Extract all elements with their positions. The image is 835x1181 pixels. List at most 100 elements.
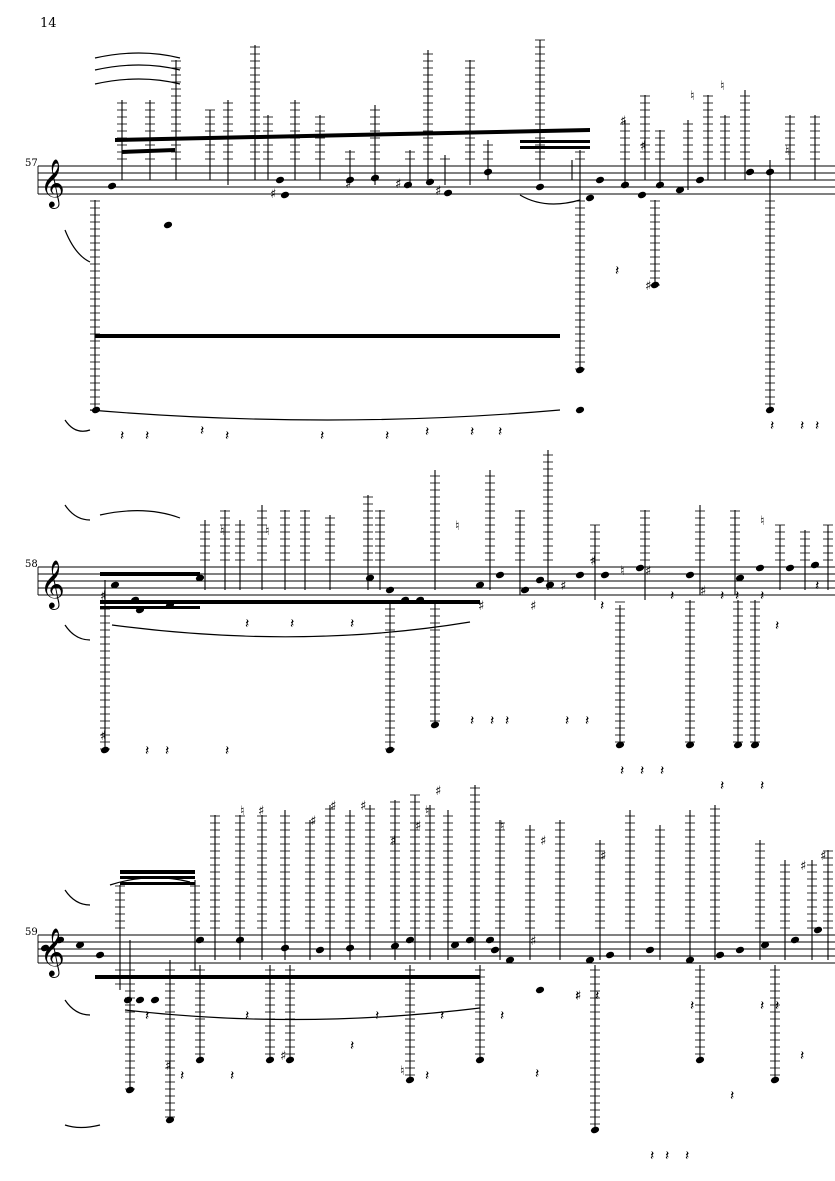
svg-text:♯: ♯ <box>258 804 264 819</box>
svg-text:𝄽: 𝄽 <box>685 1148 689 1164</box>
treble-clef-57: 𝄞 <box>40 158 65 209</box>
noteheads-57 <box>91 168 775 414</box>
svg-text:𝄽: 𝄽 <box>165 743 169 759</box>
svg-text:𝄽: 𝄽 <box>690 998 694 1014</box>
svg-text:♯: ♯ <box>530 599 536 614</box>
svg-text:𝄽: 𝄽 <box>500 1008 504 1024</box>
svg-text:♯: ♯ <box>700 584 706 599</box>
svg-text:𝄽: 𝄽 <box>615 263 619 279</box>
svg-text:𝄽: 𝄽 <box>815 418 819 434</box>
svg-text:♯: ♯ <box>280 1049 286 1064</box>
svg-text:𝄽: 𝄽 <box>775 998 779 1014</box>
svg-text:𝄽: 𝄽 <box>730 1088 734 1104</box>
svg-text:𝄽: 𝄽 <box>425 424 429 440</box>
svg-text:𝄽: 𝄽 <box>760 778 764 794</box>
rests-59: 𝄽𝄽𝄽𝄽𝄽𝄽𝄽𝄽𝄽𝄽𝄽𝄽𝄽𝄽𝄽𝄽𝄽𝄽𝄽𝄽 <box>145 988 804 1164</box>
accidentals-58: ♯♮♮♯♯♯♯♮♯♯♮♮♯ <box>100 514 765 744</box>
svg-text:𝄽: 𝄽 <box>760 998 764 1014</box>
svg-text:♯: ♯ <box>640 139 646 154</box>
svg-text:𝄽: 𝄽 <box>775 618 779 634</box>
svg-text:♯: ♯ <box>645 564 651 579</box>
svg-text:𝄽: 𝄽 <box>670 588 674 604</box>
slurs-58 <box>64 504 471 641</box>
svg-text:𝄽: 𝄽 <box>320 428 324 444</box>
slurs-57 <box>64 52 581 432</box>
svg-text:𝄽: 𝄽 <box>425 1068 429 1084</box>
svg-text:𝄽: 𝄽 <box>490 713 494 729</box>
svg-text:♯: ♯ <box>415 819 421 834</box>
svg-text:𝄽: 𝄽 <box>290 616 294 632</box>
rests-57: 𝄽𝄽𝄽𝄽𝄽𝄽𝄽𝄽𝄽𝄽𝄽𝄽𝄽 <box>120 263 819 444</box>
svg-text:𝄽: 𝄽 <box>350 616 354 632</box>
svg-text:𝄽: 𝄽 <box>815 578 819 594</box>
svg-text:♯: ♯ <box>620 114 626 129</box>
svg-text:𝄽: 𝄽 <box>660 763 664 779</box>
svg-text:𝄽: 𝄽 <box>575 988 579 1004</box>
svg-text:𝄽: 𝄽 <box>225 428 229 444</box>
svg-text:𝄽: 𝄽 <box>620 763 624 779</box>
noteheads-59 <box>40 926 823 1134</box>
svg-text:𝄽: 𝄽 <box>470 713 474 729</box>
svg-text:𝄽: 𝄽 <box>470 424 474 440</box>
svg-text:♯: ♯ <box>645 279 651 294</box>
svg-text:𝄽: 𝄽 <box>565 713 569 729</box>
staff-58 <box>37 566 835 596</box>
svg-text:♮: ♮ <box>400 1064 405 1079</box>
beams-57 <box>95 128 590 338</box>
svg-text:𝄽: 𝄽 <box>535 1066 539 1082</box>
svg-text:𝄽: 𝄽 <box>375 1008 379 1024</box>
svg-text:𝄽: 𝄽 <box>440 1008 444 1024</box>
svg-text:♮: ♮ <box>425 804 430 819</box>
beams-58 <box>100 572 480 609</box>
svg-text:𝄽: 𝄽 <box>145 743 149 759</box>
system-58: 58 𝄞 𝄽𝄽𝄽𝄽𝄽𝄽𝄽𝄽𝄽𝄽𝄽𝄽𝄽𝄽𝄽𝄽𝄽𝄽𝄽𝄽𝄽𝄽𝄽 ♯♮♮♯ <box>25 450 835 794</box>
svg-text:♮: ♮ <box>620 564 625 579</box>
svg-text:♮: ♮ <box>240 804 245 819</box>
svg-text:♮: ♮ <box>785 144 790 159</box>
svg-text:♯: ♯ <box>310 814 316 829</box>
treble-clef-58: 𝄞 <box>40 559 65 610</box>
svg-text:♯: ♯ <box>590 554 596 569</box>
slurs-59 <box>64 877 481 1129</box>
svg-text:♯: ♯ <box>435 784 441 799</box>
svg-text:♯: ♯ <box>478 599 484 614</box>
svg-text:♯: ♯ <box>100 589 106 604</box>
svg-text:𝄽: 𝄽 <box>760 588 764 604</box>
staff-59 <box>37 934 835 964</box>
svg-text:♮: ♮ <box>690 89 695 104</box>
svg-text:𝄽: 𝄽 <box>800 1048 804 1064</box>
svg-text:♯: ♯ <box>560 579 566 594</box>
svg-text:♯: ♯ <box>360 799 366 814</box>
treble-clef-59: 𝄞 <box>40 927 65 978</box>
svg-text:𝄽: 𝄽 <box>120 428 124 444</box>
svg-text:𝄽: 𝄽 <box>505 713 509 729</box>
svg-text:♯: ♯ <box>800 859 806 874</box>
accidentals-57: ♯♯♯♯♯♮♮♮♯♯ <box>270 79 790 294</box>
svg-text:♯: ♯ <box>100 729 106 744</box>
svg-text:♮: ♮ <box>220 524 225 539</box>
svg-text:♮: ♮ <box>760 514 765 529</box>
svg-text:♮: ♮ <box>455 519 460 534</box>
svg-text:𝄽: 𝄽 <box>225 743 229 759</box>
svg-text:𝄽: 𝄽 <box>585 713 589 729</box>
svg-text:𝄽: 𝄽 <box>145 1008 149 1024</box>
svg-text:𝄽: 𝄽 <box>180 1068 184 1084</box>
svg-text:𝄽: 𝄽 <box>245 616 249 632</box>
measure-number-59: 59 <box>25 927 38 938</box>
svg-text:♮: ♮ <box>720 79 725 94</box>
svg-text:𝄽: 𝄽 <box>145 428 149 444</box>
svg-text:𝄽: 𝄽 <box>350 1038 354 1054</box>
stems-59 <box>115 785 833 1130</box>
measure-number-57: 57 <box>25 158 38 169</box>
svg-text:𝄽: 𝄽 <box>200 423 204 439</box>
svg-text:♯: ♯ <box>575 989 581 1004</box>
svg-text:𝄽: 𝄽 <box>230 1068 234 1084</box>
svg-text:♯: ♯ <box>330 799 336 814</box>
measure-number-58: 58 <box>25 559 38 570</box>
rests-58: 𝄽𝄽𝄽𝄽𝄽𝄽𝄽𝄽𝄽𝄽𝄽𝄽𝄽𝄽𝄽𝄽𝄽𝄽𝄽𝄽𝄽𝄽𝄽 <box>145 578 819 794</box>
svg-text:♯: ♯ <box>390 834 396 849</box>
svg-text:𝄽: 𝄽 <box>720 778 724 794</box>
svg-text:𝄽: 𝄽 <box>498 424 502 440</box>
system-57: 57 𝄞 𝄽 𝄽 𝄽 𝄽 𝄽 𝄽 𝄽 𝄽 𝄽 𝄽 <box>25 39 835 444</box>
svg-text:𝄽: 𝄽 <box>385 428 389 444</box>
